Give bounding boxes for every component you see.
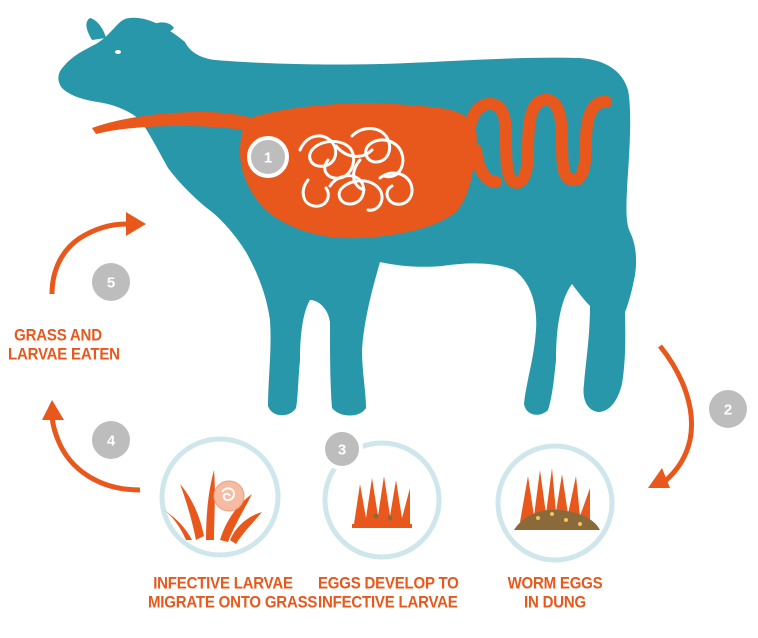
label-line-1: INFECTIVE LARVAE bbox=[153, 574, 293, 594]
step-4-number: 4 bbox=[107, 433, 116, 450]
label-line-2: IN DUNG bbox=[524, 593, 586, 613]
label-line-2: LARVAE EATEN bbox=[8, 345, 120, 365]
label-eggs-develop: EGGS DEVELOP TO INFECTIVE LARVAE bbox=[318, 574, 459, 613]
circle-worm-eggs-in-dung bbox=[495, 443, 615, 563]
step-2-number: 2 bbox=[724, 402, 732, 419]
intestine-icon bbox=[463, 93, 612, 189]
step-4-badge: 4 bbox=[92, 421, 130, 459]
label-line-1: GRASS AND bbox=[14, 326, 102, 346]
step-2-badge: 2 bbox=[709, 390, 747, 428]
grass-with-eggs-icon bbox=[352, 476, 412, 528]
label-worm-eggs-in-dung: WORM EGGS IN DUNG bbox=[505, 574, 605, 612]
circle-infective-larvae bbox=[159, 436, 281, 558]
label-line-2: MIGRATE ONTO GRASS bbox=[148, 593, 318, 613]
grass-with-larva-icon bbox=[164, 470, 262, 544]
arrow-step-5 bbox=[49, 212, 146, 295]
worm-tangle-icon bbox=[298, 127, 414, 212]
label-line-1: WORM EGGS bbox=[507, 574, 603, 594]
label-grass-and-larvae-eaten: GRASS AND LARVAE EATEN bbox=[8, 326, 120, 365]
stomach-icon bbox=[92, 103, 477, 239]
step-1-badge: 1 bbox=[247, 136, 289, 178]
step-5-number: 5 bbox=[107, 275, 115, 292]
circle-eggs-develop bbox=[322, 440, 442, 560]
arrow-step-4 bbox=[42, 400, 141, 493]
cow-eye bbox=[115, 50, 121, 54]
intestine-coil-icon bbox=[470, 144, 502, 188]
step-1-number: 1 bbox=[264, 150, 272, 167]
step-3-badge: 3 bbox=[321, 428, 363, 470]
step-3-number: 3 bbox=[338, 442, 346, 459]
label-line-2: INFECTIVE LARVAE bbox=[318, 593, 458, 613]
step-5-badge: 5 bbox=[92, 263, 130, 301]
grass-with-dung-icon bbox=[514, 468, 600, 530]
label-line-1: EGGS DEVELOP TO bbox=[318, 574, 459, 594]
arrow-step-2 bbox=[648, 344, 695, 488]
label-infective-larvae: INFECTIVE LARVAE MIGRATE ONTO GRASS bbox=[148, 574, 318, 613]
